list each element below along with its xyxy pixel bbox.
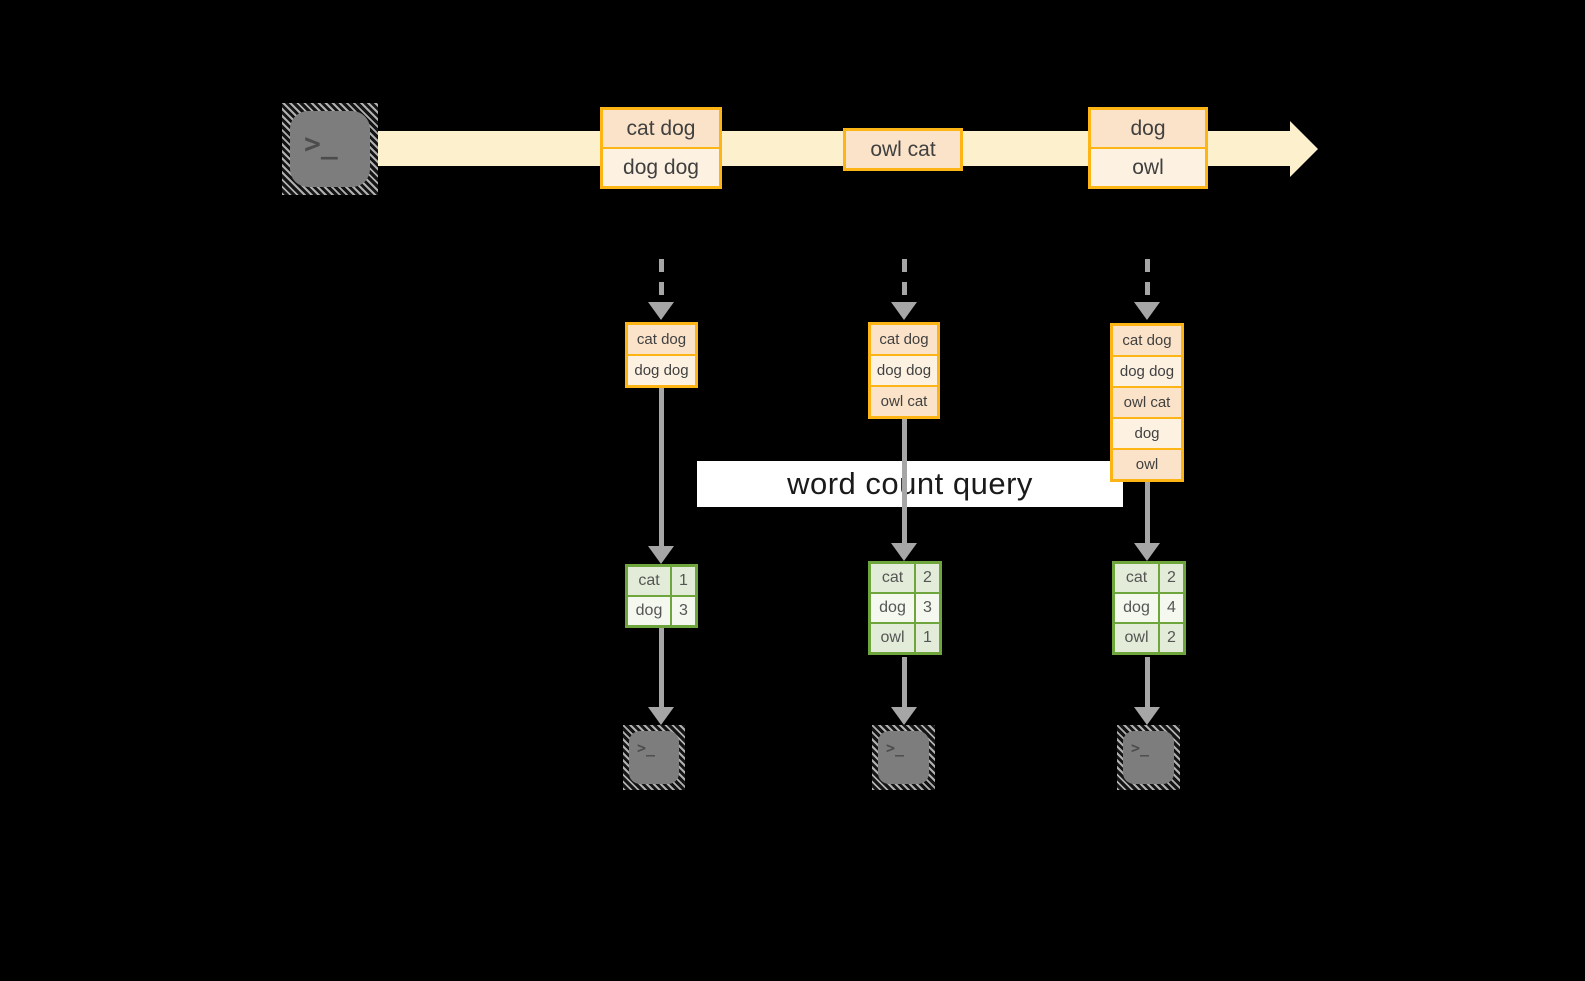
ingest-arrow-line (659, 259, 664, 303)
terminal-screen: >_ (1123, 731, 1174, 784)
count-table: cat 1 dog 3 (625, 564, 698, 628)
prompt-glyph: >_ (886, 739, 905, 757)
count-word: cat (871, 564, 914, 592)
buffer-cell: dog dog (871, 354, 937, 385)
emit-arrow-head-icon (648, 707, 674, 725)
count-value: 2 (1160, 564, 1183, 592)
buffer-cell: owl cat (871, 385, 937, 416)
ingest-arrow-head-icon (891, 302, 917, 320)
sink-terminal-icon: >_ (623, 725, 685, 790)
event-cell: dog (1091, 110, 1205, 147)
buffer-cell: dog dog (1113, 355, 1181, 386)
ingest-arrow-head-icon (648, 302, 674, 320)
prompt-glyph: >_ (304, 127, 338, 160)
count-word: dog (1115, 594, 1158, 622)
buffer-cell: dog dog (628, 354, 695, 385)
count-value: 1 (916, 624, 939, 652)
buffer-cell: owl cat (1113, 386, 1181, 417)
stream-event-box: cat dog dog dog (600, 107, 722, 189)
event-cell: owl cat (846, 131, 960, 168)
count-value: 3 (672, 597, 695, 625)
buffer-stack: cat dog dog dog owl cat (868, 322, 940, 419)
emit-arrow-line (902, 657, 907, 708)
emit-arrow-head-icon (891, 707, 917, 725)
source-terminal-icon: >_ (282, 103, 378, 195)
query-arrow-line (659, 387, 664, 547)
count-value: 3 (916, 594, 939, 622)
count-value: 2 (916, 564, 939, 592)
prompt-glyph: >_ (637, 739, 656, 757)
buffer-cell: cat dog (1113, 326, 1181, 355)
count-table: cat 2 dog 4 owl 2 (1112, 561, 1186, 655)
stream-event-box: owl cat (843, 128, 963, 171)
buffer-cell: dog (1113, 417, 1181, 448)
buffer-stack: cat dog dog dog (625, 322, 698, 388)
emit-arrow-line (659, 628, 664, 708)
ingest-arrow-line (902, 259, 907, 303)
ingest-arrow-head-icon (1134, 302, 1160, 320)
count-word: owl (1115, 624, 1158, 652)
buffer-stack: cat dog dog dog owl cat dog owl (1110, 323, 1184, 482)
sink-terminal-icon: >_ (872, 725, 935, 790)
stream-band-arrowhead-icon (1290, 121, 1318, 177)
buffer-cell: cat dog (628, 325, 695, 354)
query-arrow-head-icon (1134, 543, 1160, 561)
ingest-arrow-line (1145, 259, 1150, 303)
terminal-screen: >_ (629, 731, 679, 784)
stream-event-box: dog owl (1088, 107, 1208, 189)
query-arrow-head-icon (648, 546, 674, 564)
terminal-screen: >_ (290, 111, 370, 187)
event-cell: cat dog (603, 110, 719, 147)
prompt-glyph: >_ (1131, 739, 1150, 757)
count-value: 4 (1160, 594, 1183, 622)
event-cell: dog dog (603, 147, 719, 186)
sink-terminal-icon: >_ (1117, 725, 1180, 790)
event-cell: owl (1091, 147, 1205, 186)
query-arrow-line (902, 418, 907, 544)
terminal-screen: >_ (878, 731, 929, 784)
count-word: cat (628, 567, 670, 595)
emit-arrow-line (1145, 657, 1150, 708)
buffer-cell: cat dog (871, 325, 937, 354)
count-value: 2 (1160, 624, 1183, 652)
count-word: dog (628, 597, 670, 625)
count-value: 1 (672, 567, 695, 595)
count-table: cat 2 dog 3 owl 1 (868, 561, 942, 655)
count-word: cat (1115, 564, 1158, 592)
query-banner: word count query (697, 461, 1123, 507)
query-arrow-head-icon (891, 543, 917, 561)
count-word: dog (871, 594, 914, 622)
count-word: owl (871, 624, 914, 652)
buffer-cell: owl (1113, 448, 1181, 479)
emit-arrow-head-icon (1134, 707, 1160, 725)
query-arrow-line (1145, 481, 1150, 544)
